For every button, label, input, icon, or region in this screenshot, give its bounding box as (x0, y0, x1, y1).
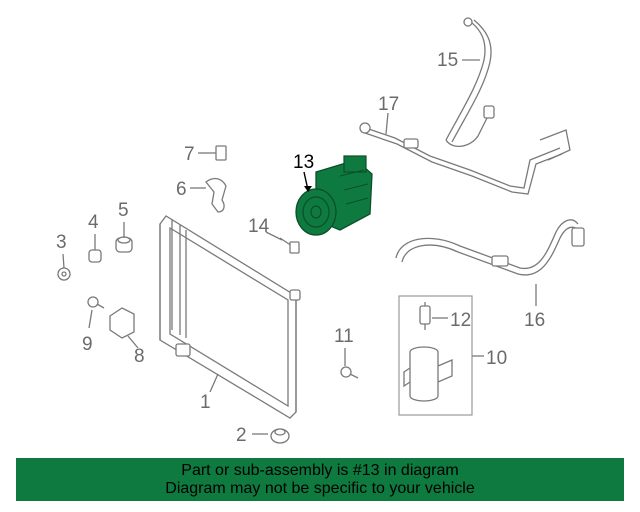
banner-line-2: Diagram may not be specific to your vehi… (165, 479, 475, 497)
callout-2: 2 (236, 425, 247, 446)
callout-8: 8 (134, 346, 145, 367)
callout-14: 14 (248, 216, 270, 237)
part-11-bolt[interactable] (340, 366, 359, 379)
part-2-mount[interactable] (270, 428, 290, 444)
part-7-bolt[interactable] (208, 145, 227, 161)
part-16-discharge-hose[interactable] (395, 219, 585, 276)
part-8-bracket[interactable] (109, 307, 135, 339)
callout-3: 3 (56, 232, 67, 253)
callout-15: 15 (437, 50, 458, 71)
callout-7: 7 (184, 144, 195, 165)
part-3-clip[interactable] (57, 267, 71, 281)
callout-12: 12 (450, 310, 471, 331)
part-15-hose[interactable] (445, 17, 495, 147)
part-5-cushion[interactable] (115, 236, 133, 253)
leader-8 (127, 335, 139, 349)
part-17-liquid-line[interactable] (359, 122, 571, 195)
callout-11: 11 (334, 326, 354, 347)
leader-17 (385, 112, 389, 135)
part-13-compressor[interactable] (295, 155, 373, 236)
banner-line-1: Part or sub-assembly is #13 in diagram (181, 461, 459, 479)
part-6-bracket[interactable] (205, 177, 227, 213)
arrow-13-icon (304, 186, 312, 192)
part-4-bushing[interactable] (88, 249, 102, 263)
part-1-condenser[interactable] (159, 215, 301, 419)
callout-6: 6 (176, 179, 187, 200)
part-14-bolt[interactable] (279, 237, 300, 254)
callout-5: 5 (118, 200, 129, 221)
leader-9 (88, 309, 93, 329)
callout-17: 17 (378, 94, 399, 115)
callout-9: 9 (82, 334, 93, 355)
info-banner: Part or sub-assembly is #13 in diagram D… (16, 458, 624, 501)
leader-1 (209, 373, 219, 393)
leader-14 (265, 231, 283, 241)
part-12-pressure-switch[interactable] (419, 302, 431, 330)
part-10-receiver-dryer[interactable] (403, 346, 453, 402)
callout-16: 16 (524, 310, 545, 331)
callout-4: 4 (88, 212, 99, 233)
callout-13: 13 (293, 152, 314, 173)
callout-1: 1 (200, 392, 211, 413)
leader-3 (62, 253, 65, 269)
part-9-bolt[interactable] (87, 296, 105, 309)
callout-10: 10 (486, 348, 507, 369)
parts-diagram: 15 17 16 13 14 7 (56, 17, 585, 446)
